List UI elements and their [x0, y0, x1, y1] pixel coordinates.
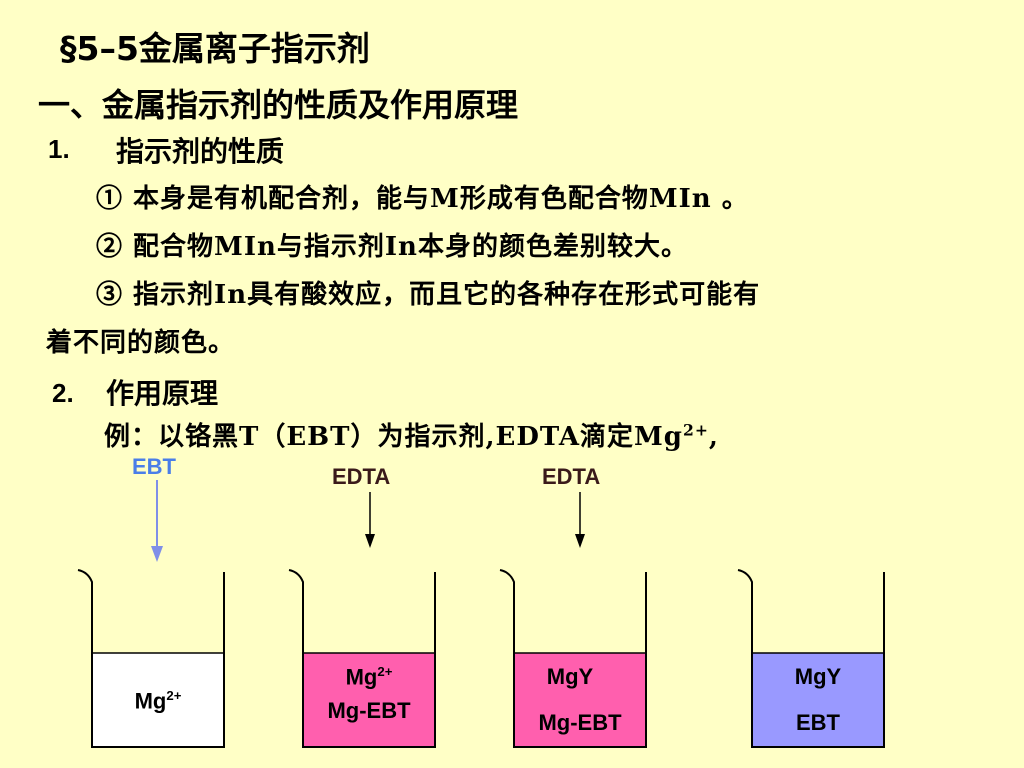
item1-label: 指示剂的性质	[116, 135, 285, 168]
arrow-ebt	[151, 480, 163, 562]
arrow-label-ebt: EBT	[132, 454, 176, 479]
beaker-1-sup: 2+	[166, 688, 182, 703]
item1-number: 1.	[48, 134, 70, 164]
beaker-3-label-1: MgY	[546, 664, 594, 689]
example-text: 例：以铬黑T（EBT）为指示剂,EDTA滴定Mg2+,	[104, 416, 719, 453]
point-3: ③ 指示剂In具有酸效应，而且它的各种存在形式可能有	[96, 280, 761, 310]
example-sup: 2+	[682, 420, 709, 440]
beaker-1-label: Mg2+	[92, 688, 224, 714]
arrow-edta-2	[575, 492, 585, 548]
beaker-3	[499, 569, 647, 748]
beaker-1	[77, 569, 225, 748]
beaker-4-label-2: EBT	[796, 710, 840, 735]
beaker-2-label-2: Mg-EBT	[327, 698, 411, 723]
arrow-edta-1	[365, 492, 375, 548]
beaker-2-line1: Mg	[345, 664, 378, 690]
point-1: ① 本身是有机配合剂，能与M形成有色配合物MIn 。	[96, 184, 749, 214]
example-end: ,	[708, 422, 719, 452]
example-main: 例：以铬黑T（EBT）为指示剂,EDTA滴定Mg	[104, 422, 683, 452]
point-3-continuation: 着不同的颜色。	[46, 328, 236, 358]
beaker-2-label-1: Mg2+	[303, 664, 435, 690]
item2-number: 2.	[52, 378, 74, 408]
beaker-1-line1: Mg	[134, 688, 167, 714]
beaker-4-label-1: MgY	[794, 664, 842, 689]
arrow-label-edta-1: EDTA	[332, 464, 391, 489]
arrow-label-edta-2: EDTA	[542, 464, 601, 489]
beaker-2	[288, 569, 436, 748]
section-heading: 一、金属指示剂的性质及作用原理	[38, 86, 519, 124]
beaker-2-sup: 2+	[377, 664, 393, 679]
item2-label: 作用原理	[106, 377, 219, 410]
page-title: §5–5金属离子指示剂	[60, 29, 370, 68]
beaker-3-label-2: Mg-EBT	[538, 710, 622, 735]
beaker-4	[737, 569, 885, 748]
point-2: ② 配合物MIn与指示剂In本身的颜色差别较大。	[96, 232, 688, 262]
